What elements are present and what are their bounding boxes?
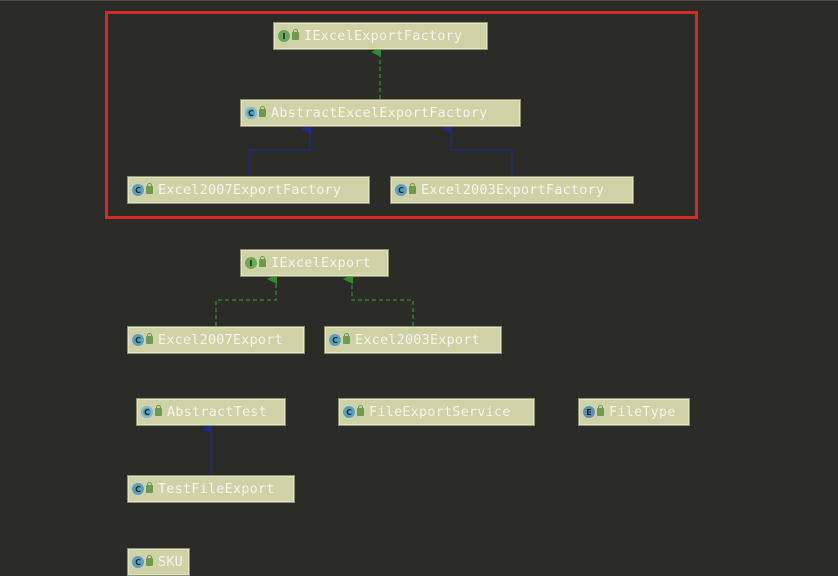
node-label: TestFileExport: [158, 481, 275, 497]
node-abstract-test[interactable]: C AbstractTest: [136, 398, 286, 426]
node-abstract-excel-export-factory[interactable]: C AbstractExcelExportFactory: [240, 99, 521, 127]
lock-icon: [146, 555, 153, 566]
node-iexcel-export[interactable]: I IExcelExport: [240, 249, 389, 277]
node-label: Excel2003ExportFactory: [421, 182, 605, 198]
lock-icon: [597, 405, 604, 416]
node-label: Excel2003Export: [355, 332, 480, 348]
node-label: FileType: [609, 404, 676, 420]
edge-excel2007-factory-extends-abstract-factory: [248, 124, 311, 176]
node-label: IExcelExportFactory: [304, 28, 463, 44]
class-icon: C: [132, 184, 144, 196]
node-iexcel-export-factory[interactable]: I IExcelExportFactory: [273, 22, 488, 50]
node-label: AbstractExcelExportFactory: [271, 105, 488, 121]
node-excel2003-export[interactable]: C Excel2003Export: [324, 326, 502, 354]
node-file-type[interactable]: E FileType: [578, 398, 690, 426]
lock-icon: [409, 183, 416, 194]
node-label: Excel2007ExportFactory: [158, 182, 342, 198]
highlight-box: [105, 11, 698, 219]
abstract-class-icon: C: [245, 107, 257, 119]
lock-icon: [155, 405, 162, 416]
lock-icon: [259, 256, 266, 267]
edge-excel2007-export-implements-iexcel-export: [215, 274, 277, 326]
class-icon: C: [329, 334, 341, 346]
interface-icon: I: [245, 257, 257, 269]
node-test-file-export[interactable]: C TestFileExport: [127, 475, 295, 503]
node-excel2003-export-factory[interactable]: C Excel2003ExportFactory: [390, 176, 634, 204]
node-excel2007-export[interactable]: C Excel2007Export: [127, 326, 305, 354]
node-label: IExcelExport: [271, 255, 371, 271]
node-label: AbstractTest: [167, 404, 267, 420]
enum-icon: E: [583, 406, 595, 418]
node-file-export-service[interactable]: C FileExportService: [338, 398, 535, 426]
class-icon: C: [132, 483, 144, 495]
lock-icon: [259, 106, 266, 117]
interface-icon: I: [278, 30, 290, 42]
lock-icon: [292, 29, 299, 40]
lock-icon: [343, 333, 350, 344]
node-label: SKU: [158, 554, 183, 570]
class-icon: C: [132, 334, 144, 346]
lock-icon: [357, 405, 364, 416]
class-icon: C: [132, 556, 144, 568]
abstract-class-icon: C: [141, 406, 153, 418]
edge-excel2003-factory-extends-abstract-factory: [442, 124, 513, 176]
top-divider: [0, 0, 838, 1]
lock-icon: [146, 333, 153, 344]
edge-excel2003-export-implements-iexcel-export: [343, 274, 414, 326]
class-icon: C: [343, 406, 355, 418]
lock-icon: [146, 482, 153, 493]
node-excel2007-export-factory[interactable]: C Excel2007ExportFactory: [127, 176, 370, 204]
class-icon: C: [395, 184, 407, 196]
node-label: FileExportService: [369, 404, 511, 420]
node-sku[interactable]: C SKU: [127, 548, 190, 576]
lock-icon: [146, 183, 153, 194]
node-label: Excel2007Export: [158, 332, 283, 348]
